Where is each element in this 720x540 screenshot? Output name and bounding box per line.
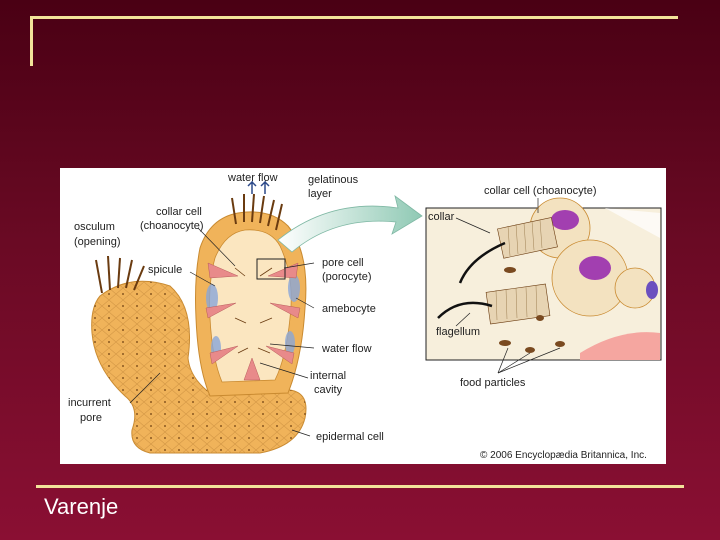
label-osculum: osculum <box>74 221 115 233</box>
zoom-arrow <box>278 196 422 252</box>
label-epidermal-cell: epidermal cell <box>316 431 384 443</box>
label-choanocyte: (choanocyte) <box>140 220 204 232</box>
sponge-diagram: water flow gelatinous layer collar cell … <box>60 168 666 464</box>
label-gelatinous-layer: layer <box>308 188 332 200</box>
label-food-particles: food particles <box>460 377 526 389</box>
label-water-flow-top: water flow <box>227 172 278 184</box>
label-gelatinous: gelatinous <box>308 174 359 186</box>
label-pore: pore <box>80 412 102 424</box>
label-collar: collar <box>428 211 455 223</box>
label-incurrent: incurrent <box>68 397 111 409</box>
frame-line-bottom <box>36 485 684 488</box>
label-collar-cell: collar cell <box>156 206 202 218</box>
sponge-diagram-svg: water flow gelatinous layer collar cell … <box>60 168 666 464</box>
label-pore-cell: pore cell <box>322 257 364 269</box>
label-inset-title: collar cell (choanocyte) <box>484 185 597 197</box>
label-water-flow-mid: water flow <box>321 343 372 355</box>
frame-line-top <box>30 16 678 19</box>
label-amebocyte: amebocyte <box>322 303 376 315</box>
label-flagellum: flagellum <box>436 326 480 338</box>
sponge-cross-section <box>196 182 306 396</box>
credit-text: © 2006 Encyclopædia Britannica, Inc. <box>480 450 647 461</box>
frame-line-left <box>30 16 33 66</box>
label-porocyte: (porocyte) <box>322 271 372 283</box>
label-opening: (opening) <box>74 236 120 248</box>
slide-title: Varenje <box>44 494 118 520</box>
label-spicule: spicule <box>148 264 182 276</box>
label-cavity: cavity <box>314 384 343 396</box>
label-internal: internal <box>310 370 346 382</box>
